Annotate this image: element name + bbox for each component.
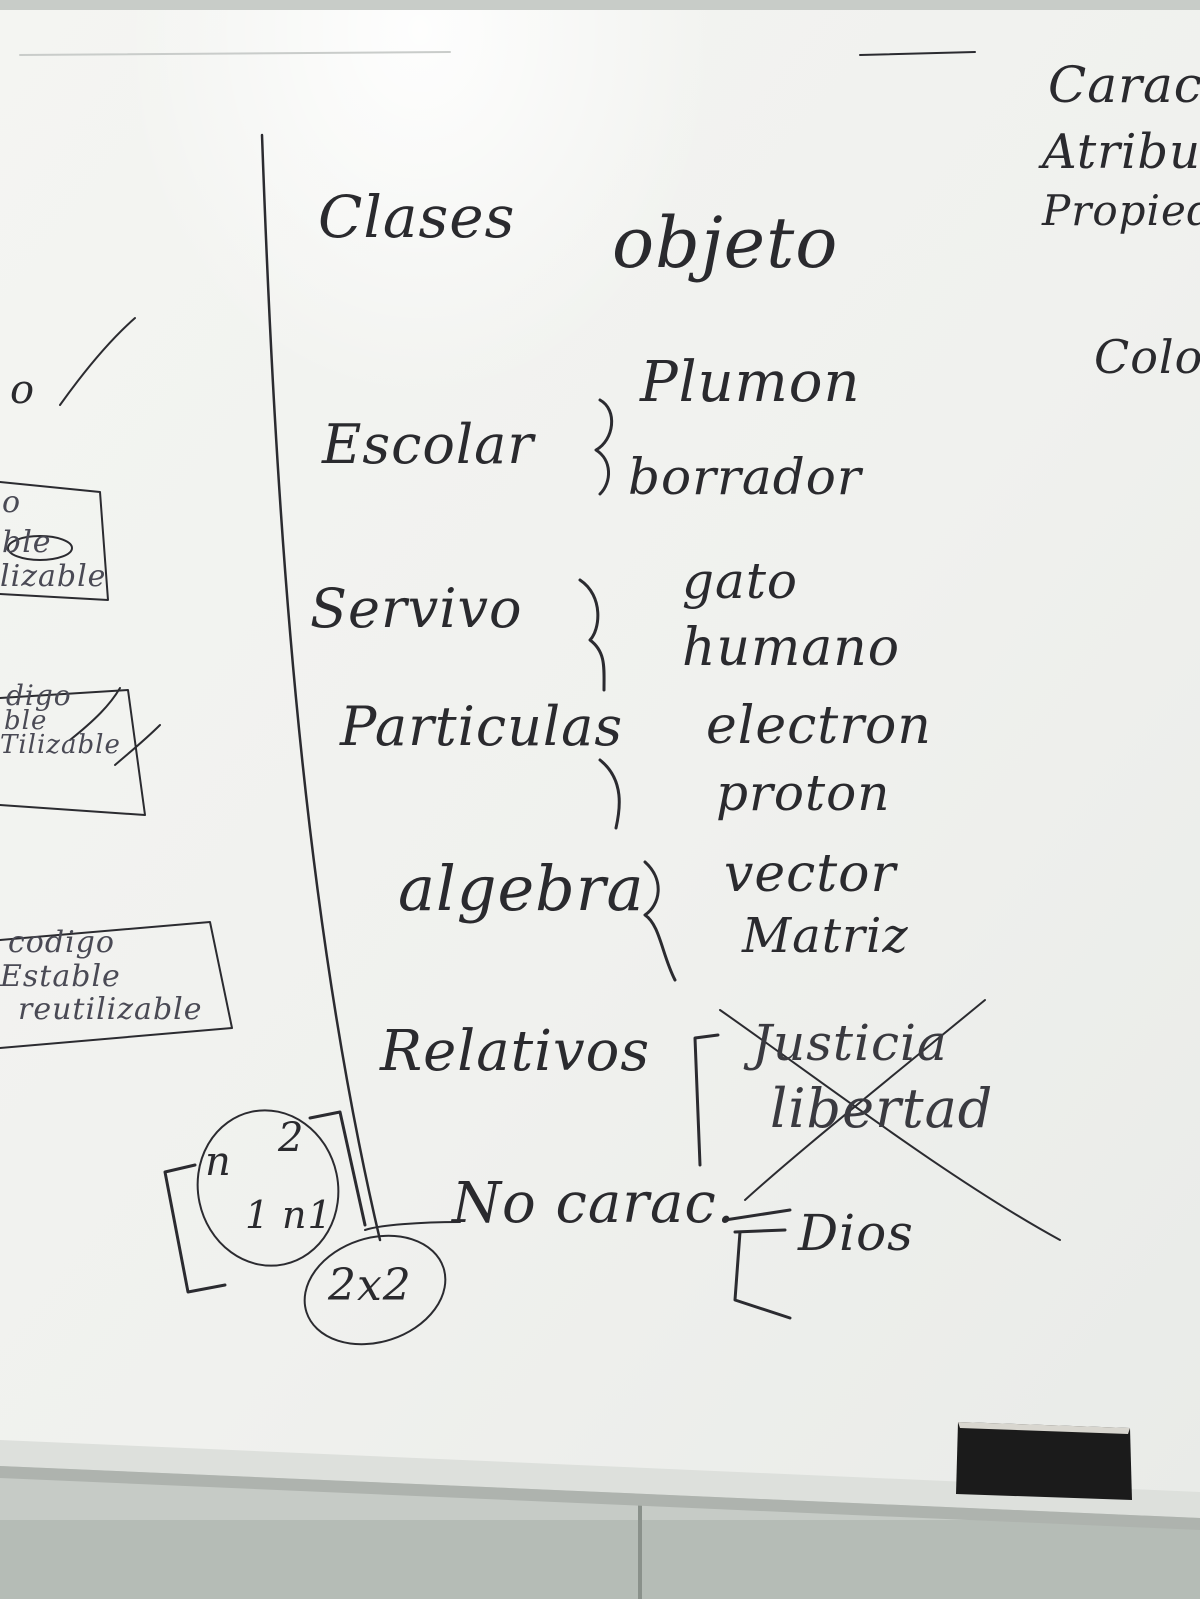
header-objeto: objeto: [612, 202, 839, 284]
arrow-to-nocarac: [364, 1221, 461, 1231]
matrix-entry-n: n: [205, 1139, 232, 1185]
group-item-matriz: Matriz: [742, 908, 909, 964]
left-box1-line2: ble: [2, 525, 52, 560]
faint-line-top: [19, 51, 451, 56]
bracket-relativos: [693, 1033, 720, 1167]
header-clases: Clases: [318, 183, 516, 251]
box-left-3: [0, 921, 233, 1049]
top-right-line: [859, 51, 976, 56]
brace-servivo: [578, 578, 606, 692]
group-item-plumon: Plumon: [640, 350, 861, 415]
divider-line: [260, 133, 382, 1242]
group-item-libertad: libertad: [770, 1077, 994, 1140]
left-box2-line1: digo: [6, 679, 72, 712]
right-col-atribut: Atribut: [1042, 124, 1200, 180]
left-box3-line3: reutilizable: [18, 992, 203, 1027]
group-label-algebra: algebra: [398, 852, 645, 925]
right-col-carac: Carac: [1048, 56, 1200, 114]
slash-box-2a: [69, 687, 121, 741]
matrix-entry-1: 1: [245, 1193, 271, 1237]
slash-mark: [59, 317, 136, 406]
board-frame-top: [0, 0, 1200, 10]
group-label-escolar: Escolar: [322, 413, 535, 476]
right-col-propieda: Propieda: [1042, 186, 1200, 235]
left-box3-line1: codigo: [8, 925, 115, 960]
left-box2-line3: Tilizable: [0, 730, 121, 760]
wall-lower: [0, 1520, 1200, 1599]
circle-ble: [7, 535, 73, 561]
cross-stroke-1: [719, 1009, 1061, 1241]
matrix-entry-2: 2: [278, 1115, 305, 1161]
group-item-gato: gato: [682, 552, 799, 610]
eraser: [956, 1422, 1132, 1500]
slash-box-2b: [114, 724, 161, 766]
group-item-vector: vector: [724, 844, 897, 904]
matrix-entry-n1: n1: [282, 1193, 333, 1237]
brace-escolar: [594, 398, 614, 496]
board-glare: [0, 0, 1200, 1500]
group-item-proton: proton: [716, 764, 891, 822]
group-label-relativos: Relativos: [380, 1019, 651, 1084]
group-label-particulas: Particulas: [340, 695, 624, 758]
matrix-bracket-left: [163, 1163, 227, 1294]
group-item-electron: electron: [706, 696, 932, 756]
left-box1-line3: lizable: [0, 559, 107, 594]
dios-mark-2: [733, 1228, 787, 1234]
right-col-colo: Colo: [1094, 330, 1200, 384]
group-item-dios: Dios: [798, 1204, 914, 1262]
matrix-circle: [196, 1109, 340, 1267]
matrix-dims: 2x2: [328, 1260, 412, 1311]
matrix-bracket-right: [308, 1110, 367, 1227]
left-box1-line1: o: [2, 485, 22, 520]
dios-mark-1: [723, 1208, 792, 1222]
brace-particulas: [598, 758, 621, 830]
box-left-1: [0, 481, 109, 601]
box-left-2: [0, 689, 146, 816]
dims-circle: [303, 1234, 447, 1346]
cross-stroke-2: [744, 999, 986, 1201]
bracket-dios: [733, 1230, 792, 1320]
brace-algebra: [643, 860, 677, 982]
marker-tray-edge: [0, 1466, 1200, 1530]
group-label-servivo: Servivo: [310, 577, 523, 640]
group-item-humano: humano: [682, 618, 901, 678]
left-box2-line2: ble: [4, 706, 48, 736]
left-fragment-o: o: [10, 367, 36, 413]
group-item-justicia: Justicia: [752, 1014, 948, 1072]
marker-tray: [0, 1440, 1200, 1518]
left-box3-line2: Estable: [0, 959, 121, 994]
group-item-borrador: borrador: [628, 448, 862, 506]
group-label-no-carac: No carac.: [452, 1171, 736, 1236]
